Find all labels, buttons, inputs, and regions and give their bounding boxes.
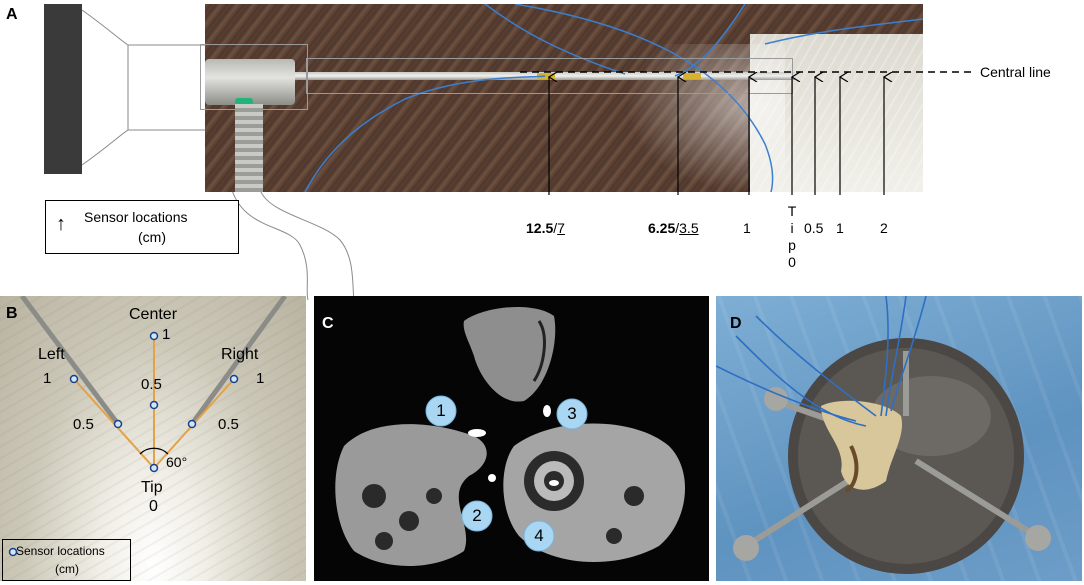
panel-a-schematic xyxy=(81,9,355,300)
ct-marker-3-label: 3 xyxy=(567,404,577,423)
angle-label: 60° xyxy=(166,454,188,470)
panel-b-diagram xyxy=(20,296,288,473)
center-05-label: 0.5 xyxy=(141,376,162,393)
panel-b-letter: B xyxy=(6,305,18,322)
tip-0-label: 0 xyxy=(149,498,158,515)
ct-marker-1-label: 1 xyxy=(436,401,446,420)
panel-a-letter: A xyxy=(6,6,18,23)
ct-markers xyxy=(425,395,588,552)
panel-d-letter: D xyxy=(730,315,742,332)
panel-c-ct-image xyxy=(314,296,709,581)
bowl-drawing xyxy=(716,296,1051,574)
panel-c-letter: C xyxy=(322,315,334,332)
left-05-label: 0.5 xyxy=(73,416,94,433)
panel-d-photo xyxy=(716,296,1082,581)
ct-marker-4-label: 4 xyxy=(534,526,544,545)
legend-b-line1: Sensor locations xyxy=(16,544,105,558)
sensor-label-6.25: 6.25/3.5 xyxy=(648,220,699,236)
right-label: Right xyxy=(221,346,259,363)
sensor-dot-icon xyxy=(8,547,18,557)
legend-line1: Sensor locations xyxy=(84,209,188,225)
panel-b-legend: Sensor locations (cm) xyxy=(2,539,131,581)
ct-marker-2-label: 2 xyxy=(472,506,482,525)
center-label: Center xyxy=(129,306,178,323)
sensor-label-2: 2 xyxy=(880,220,888,236)
ct-marker-4 xyxy=(523,520,555,552)
ct-marker-2 xyxy=(461,500,493,532)
panel-a-photo xyxy=(205,4,923,192)
ct-marker-3 xyxy=(556,398,588,430)
fitting-highlight-box xyxy=(200,44,308,110)
transducer-block xyxy=(44,4,82,174)
tip-label: Tip xyxy=(141,479,163,496)
sensor-label-12.5: 12.5/7 xyxy=(526,220,565,236)
sensor-label-1-proximal: 1 xyxy=(743,220,751,236)
legend-b-line2: (cm) xyxy=(55,562,79,576)
sensor-label-1-distal: 1 xyxy=(836,220,844,236)
right-05-label: 0.5 xyxy=(218,416,239,433)
left-1-label: 1 xyxy=(43,370,52,387)
sensor-arrows xyxy=(520,71,975,195)
panel-a-legend: ↑ Sensor locations (cm) xyxy=(45,200,239,254)
central-line-label: Central line xyxy=(980,64,1051,80)
left-label: Left xyxy=(38,346,65,363)
legend-line2: (cm) xyxy=(138,229,166,245)
right-1-label: 1 xyxy=(256,370,265,387)
ct-scan-drawing xyxy=(335,306,686,566)
up-arrow-icon: ↑ xyxy=(56,213,66,235)
sensor-label-0.5: 0.5 xyxy=(804,220,824,236)
center-1-label: 1 xyxy=(162,326,171,343)
ct-marker-1 xyxy=(425,395,457,427)
sensor-label-tip: T i p 0 xyxy=(787,203,797,270)
sensor-wires xyxy=(304,4,923,192)
